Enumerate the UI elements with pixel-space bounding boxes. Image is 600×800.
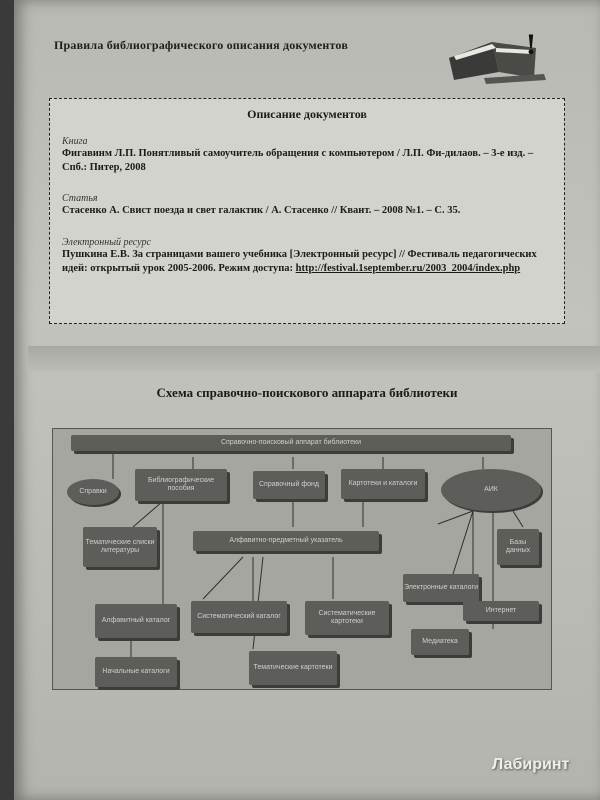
schema-title: Схема справочно-поискового аппарата библ… [156,385,458,400]
eresource-text: Пушкина Е.В. За страницами вашего учебни… [62,248,537,274]
section-text-book: Фигавинм Л.П. Понятливый самоучитель обр… [62,148,534,174]
node-tem-kartoteki: Тематические картотеки [249,651,337,685]
node-mediateka: Медиатека [411,629,469,655]
document-description-box: Описание документов Книга Фигавинм Л.П. … [49,98,565,324]
diagram-connectors [112,449,524,657]
exclamation-icon: ! [526,28,536,61]
node-sist-kartoteka: Систематические картотеки [305,601,389,635]
open-book-icon [449,42,546,84]
section-label-eresource: Электронный ресурс [62,236,151,248]
node-spravki: Справки [67,479,119,505]
node-sist-katalog: Систематический каталог [191,601,287,633]
section-label-book: Книга [62,136,88,147]
section-text-article: Стасенко А. Свист поезда и свет галактик… [62,205,461,217]
node-aik: АИК [441,469,541,511]
eresource-link[interactable]: http://festival.1september.ru/2003_2004/… [295,262,521,274]
node-top-apparatus: Справочно-поисковый аппарат библиотеки [71,435,511,451]
node-elektronnye: Электронные каталоги [403,574,479,602]
section-text-eresource: Пушкина Е.В. За страницами вашего учебни… [62,248,552,276]
node-internet: Интернет [463,601,539,621]
node-bazy: Базы данных [497,529,539,565]
node-alf-pred: Алфавитно-предметный указатель [193,531,379,551]
node-tematicheskie: Тематические списки литературы [83,527,157,567]
labirint-watermark: Лабиринт [492,756,570,773]
library-search-diagram: Справочно-поисковый аппарат библиотеки С… [52,428,552,690]
section-label-article: Статья [62,193,98,205]
node-spr-fond: Справочный фонд [253,471,325,499]
book-page: Правила библиографического описания доку… [14,0,600,800]
doc-box-title: Описание документов [247,107,367,121]
page-header-title: Правила библиографического описания доку… [54,38,349,52]
node-kartoteki: Картотеки и каталоги [341,469,425,499]
node-bib-posobiya: Библиографические пособия [135,469,227,501]
page-fold-shadow [28,346,600,372]
node-alf-katalog: Алфавитный каталог [95,604,177,638]
node-nachalo: Начальные каталоги [95,657,177,687]
